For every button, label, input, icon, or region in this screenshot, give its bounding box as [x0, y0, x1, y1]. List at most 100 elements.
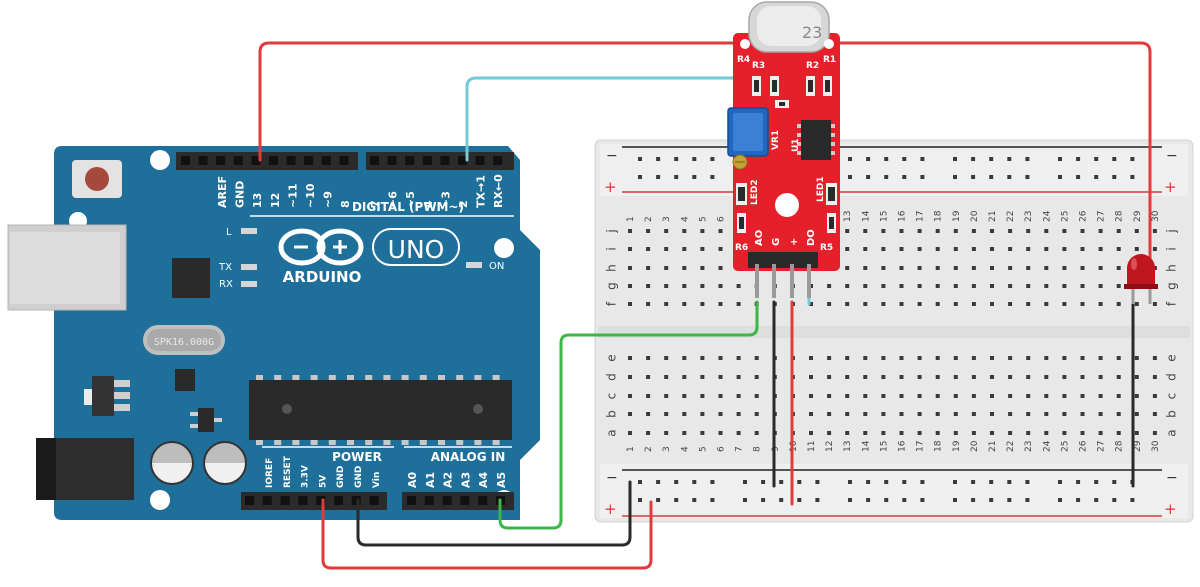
header-pin-hole[interactable]: [407, 496, 416, 505]
rail-hole: [902, 498, 907, 502]
column-number-top: 17: [916, 211, 926, 222]
hole: [1116, 302, 1121, 306]
header-pin-hole[interactable]: [493, 156, 503, 165]
potentiometer[interactable]: [727, 107, 769, 170]
hole: [881, 431, 886, 435]
header-pin-hole[interactable]: [422, 156, 432, 165]
rail-hole: [1130, 157, 1135, 161]
hole: [1062, 412, 1067, 416]
hole: [682, 284, 687, 288]
hole: [863, 431, 868, 435]
hole: [754, 394, 759, 398]
led-tx: [241, 264, 257, 270]
hole: [899, 266, 904, 270]
rail-hole: [971, 480, 976, 484]
header-pin-hole[interactable]: [458, 156, 467, 165]
header-pin-hole[interactable]: [351, 496, 361, 505]
hole: [1044, 284, 1049, 288]
rail-hole: [902, 157, 907, 161]
rail-hole: [1112, 175, 1117, 179]
hole: [935, 431, 940, 435]
rail-hole: [920, 480, 925, 484]
hole: [700, 266, 705, 270]
rail-hole: [1058, 498, 1062, 502]
header-pin-hole[interactable]: [387, 156, 397, 165]
header-pin-hole[interactable]: [478, 496, 488, 505]
rail-hole: [1025, 157, 1030, 161]
header-pin-hole[interactable]: [304, 156, 314, 165]
header-pin-hole[interactable]: [339, 156, 349, 165]
header-pin-hole[interactable]: [475, 156, 485, 165]
column-number-top: 24: [1042, 210, 1052, 222]
row-letter: d: [1165, 373, 1179, 381]
rail-hole: [1130, 498, 1135, 502]
sensor-header: [748, 252, 818, 268]
hole: [1134, 247, 1139, 251]
header-pin-hole[interactable]: [442, 496, 452, 505]
header-pin-hole[interactable]: [298, 496, 308, 505]
column-number-bottom: 24: [1042, 440, 1052, 452]
led-on-label: ON: [489, 261, 504, 272]
digital-pin-label: TX→1: [475, 175, 488, 208]
hole: [646, 266, 651, 270]
rail-hole: [971, 157, 976, 161]
hole: [935, 266, 940, 270]
hole: [628, 229, 632, 233]
column-number-top: 22: [1006, 211, 1016, 222]
header-pin-hole[interactable]: [269, 156, 278, 165]
hole: [990, 247, 994, 251]
hole: [899, 356, 904, 360]
hole: [1152, 394, 1157, 398]
breadboard-labels: 1122334455667788991010111112121313141415…: [605, 210, 1179, 452]
header-pin-hole[interactable]: [286, 156, 296, 165]
hole: [971, 356, 976, 360]
analog-pin-label: A0: [406, 471, 419, 488]
header-pin-hole[interactable]: [280, 496, 290, 505]
rail-hole: [866, 498, 871, 502]
hole: [1062, 266, 1067, 270]
hole: [628, 431, 632, 435]
row-letter: j: [605, 229, 619, 233]
header-pin-hole[interactable]: [424, 496, 434, 505]
header-pin-hole[interactable]: [405, 156, 415, 165]
rail-hole: [1058, 175, 1062, 179]
hole: [881, 284, 886, 288]
header-pin-hole[interactable]: [369, 496, 379, 505]
hole: [1152, 247, 1157, 251]
hole: [990, 394, 994, 398]
hole: [845, 229, 850, 233]
hole: [1008, 266, 1013, 270]
wire-5v-to-plus-rail: [321, 498, 653, 570]
digital-pin-label: RX←0: [492, 174, 505, 208]
hole: [1008, 284, 1013, 288]
hole: [863, 412, 868, 416]
hole: [1080, 431, 1085, 435]
hole: [700, 394, 705, 398]
hole: [863, 229, 868, 233]
hole: [736, 412, 741, 416]
digital-pin-label: 2: [457, 200, 470, 208]
hole: [700, 229, 705, 233]
header-pin-hole[interactable]: [233, 156, 243, 165]
hole: [917, 229, 922, 233]
header-pin-hole[interactable]: [216, 156, 226, 165]
header-pin-hole[interactable]: [198, 156, 208, 165]
header-pin-hole[interactable]: [334, 496, 343, 505]
header-pin-hole[interactable]: [440, 156, 450, 165]
header-pin-hole[interactable]: [460, 496, 470, 505]
hole: [990, 229, 994, 233]
header-pin-hole[interactable]: [321, 156, 331, 165]
column-number-bottom: 15: [879, 441, 889, 452]
header-pin-hole[interactable]: [370, 156, 379, 165]
header-pin-hole[interactable]: [245, 496, 254, 505]
hole: [1080, 229, 1085, 233]
digital-pin-label: GND: [234, 181, 247, 208]
rail-hole: [953, 498, 957, 502]
column-number-bottom: 21: [988, 441, 998, 452]
hole: [718, 356, 723, 360]
header-pin-hole[interactable]: [262, 496, 272, 505]
header-pin-hole[interactable]: [251, 156, 261, 165]
hole: [1026, 375, 1031, 379]
header-pin-hole[interactable]: [181, 156, 190, 165]
header-pin-hole[interactable]: [316, 496, 326, 505]
